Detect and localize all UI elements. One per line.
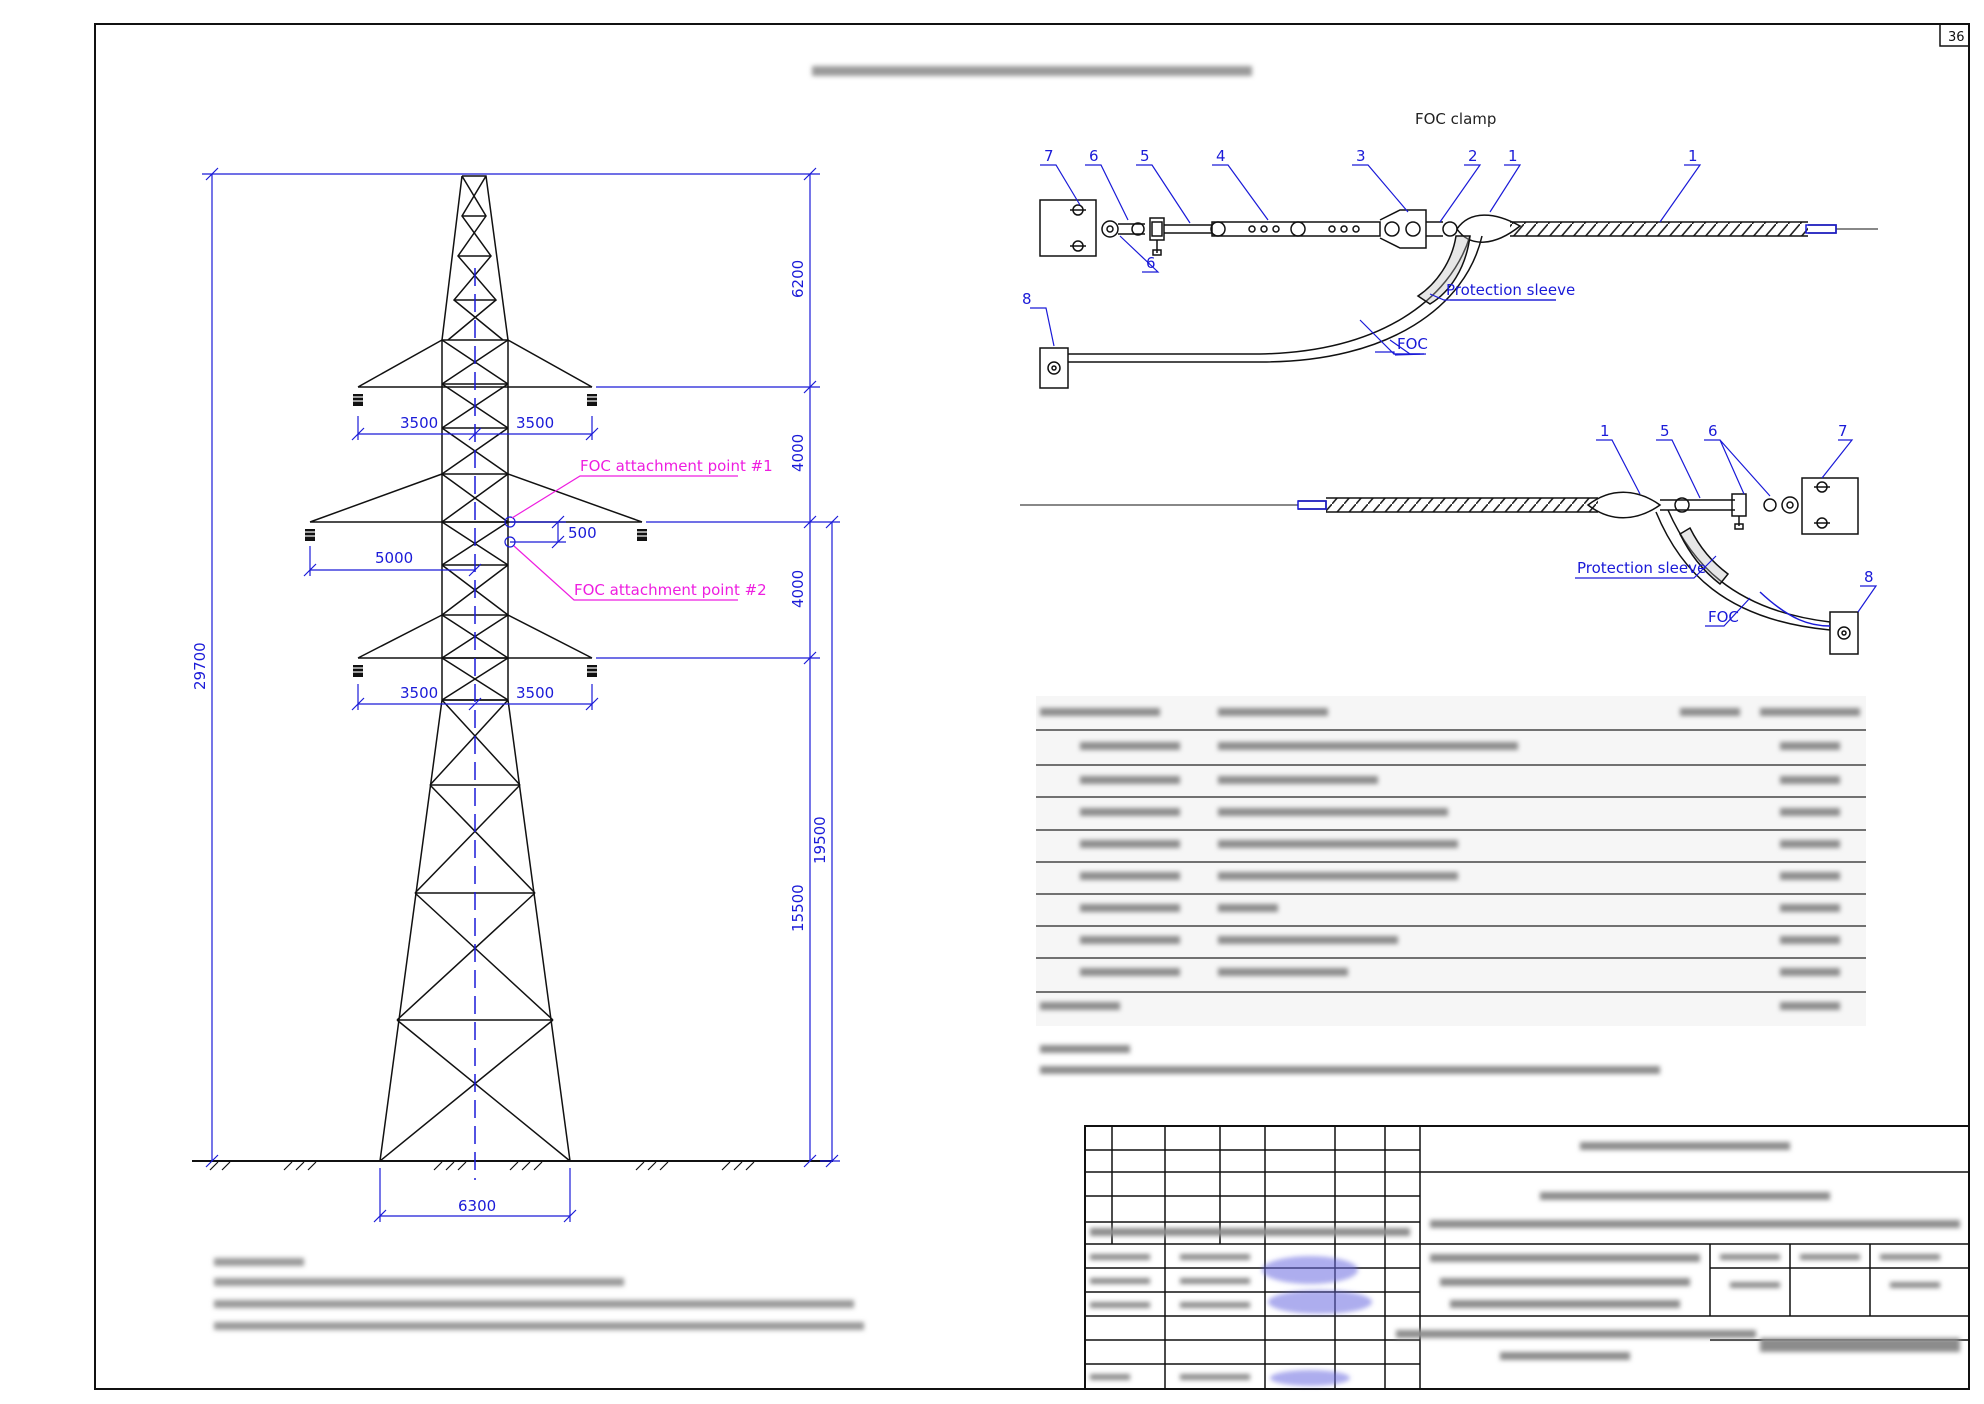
attachment-point-1-marker <box>504 516 516 528</box>
dim-middle-arm-left: 5000 <box>375 549 413 567</box>
insulators <box>302 394 650 677</box>
insulator-icon <box>634 529 650 541</box>
dim-base-width: 6300 <box>458 1197 496 1215</box>
ground-hatch <box>209 1161 755 1171</box>
dim-upper-gap: 4000 <box>789 434 807 472</box>
tower-notes-blurred <box>214 1258 864 1330</box>
dim-lower-arm-left: 3500 <box>400 684 438 702</box>
title-block-blurred <box>1084 1125 1970 1390</box>
sheet-number-box <box>1939 23 1970 47</box>
attachment-point-1-label: FOC attachment point #1 <box>580 457 773 475</box>
insulator-icon <box>302 529 318 541</box>
clamp-lower-assembly <box>1020 477 1859 655</box>
table-notes-blurred <box>1040 1045 1660 1074</box>
dim-top-segment: 6200 <box>789 260 807 298</box>
anchor-plate <box>1039 199 1097 257</box>
foc-lower-label: FOC <box>1708 608 1739 626</box>
foc-label: FOC <box>1397 335 1428 353</box>
foc-leader <box>1359 319 1424 355</box>
clamp-upper-assembly <box>1039 199 1878 389</box>
clamp-num-6-lower: 6 <box>1146 254 1156 272</box>
clamp-num-7: 7 <box>1044 147 1054 165</box>
insulator-icon <box>584 665 600 677</box>
clamp-lower-num-6: 6 <box>1708 422 1718 440</box>
attachment-point-2-marker <box>504 536 516 548</box>
clamp-lower-num-1: 1 <box>1600 422 1610 440</box>
clamp-num-3: 3 <box>1356 147 1366 165</box>
clamp-num-2: 2 <box>1468 147 1478 165</box>
tower-dimensions <box>202 167 840 1223</box>
clamp-num-1b: 1 <box>1688 147 1698 165</box>
clamp-num-6: 6 <box>1089 147 1099 165</box>
dim-lower-arm-right: 3500 <box>516 684 554 702</box>
foc-lower-blue <box>1759 591 1831 627</box>
cable-lower-blue <box>1297 500 1327 510</box>
dim-upper-arm-left: 3500 <box>400 414 438 432</box>
cable-end-blue <box>1805 224 1837 234</box>
attachment-annotations <box>504 475 738 601</box>
clamp-title: FOC clamp <box>1415 110 1496 128</box>
dim-lower-height: 15500 <box>789 884 807 932</box>
clamp-lower-num-8: 8 <box>1864 568 1874 586</box>
dim-lower-gap: 4000 <box>789 570 807 608</box>
dim-attach-height: 19500 <box>811 816 829 864</box>
specification-table-blurred <box>1036 696 1866 1026</box>
sleeve-leader <box>1429 293 1556 301</box>
dim-attach-offset: 500 <box>568 524 597 542</box>
clamp-num-5: 5 <box>1140 147 1150 165</box>
sheet-frame <box>94 23 1970 1390</box>
clamp-num-8: 8 <box>1022 290 1032 308</box>
sheet-title-blurred <box>812 66 1252 76</box>
sheet-number: 36 <box>1948 30 1965 45</box>
insulator-icon <box>584 394 600 406</box>
protection-sleeve-label: Protection sleeve <box>1446 281 1575 299</box>
clamp-upper-leaders <box>1030 164 1702 356</box>
dim-upper-arm-right: 3500 <box>516 414 554 432</box>
attachment-point-2-label: FOC attachment point #2 <box>574 581 767 599</box>
middle-crossarm <box>309 473 643 523</box>
tower-elevation <box>192 175 833 1171</box>
clamp-num-1a: 1 <box>1508 147 1518 165</box>
clamp-lower-leaders <box>1575 439 1878 627</box>
dim-total-height: 29700 <box>191 642 209 690</box>
clamp-lower-num-7: 7 <box>1838 422 1848 440</box>
protection-sleeve-lower-label: Protection sleeve <box>1577 559 1706 577</box>
clamp-num-4: 4 <box>1216 147 1226 165</box>
insulator-icon <box>350 665 366 677</box>
insulator-icon <box>350 394 366 406</box>
clamp-lower-num-5: 5 <box>1660 422 1670 440</box>
